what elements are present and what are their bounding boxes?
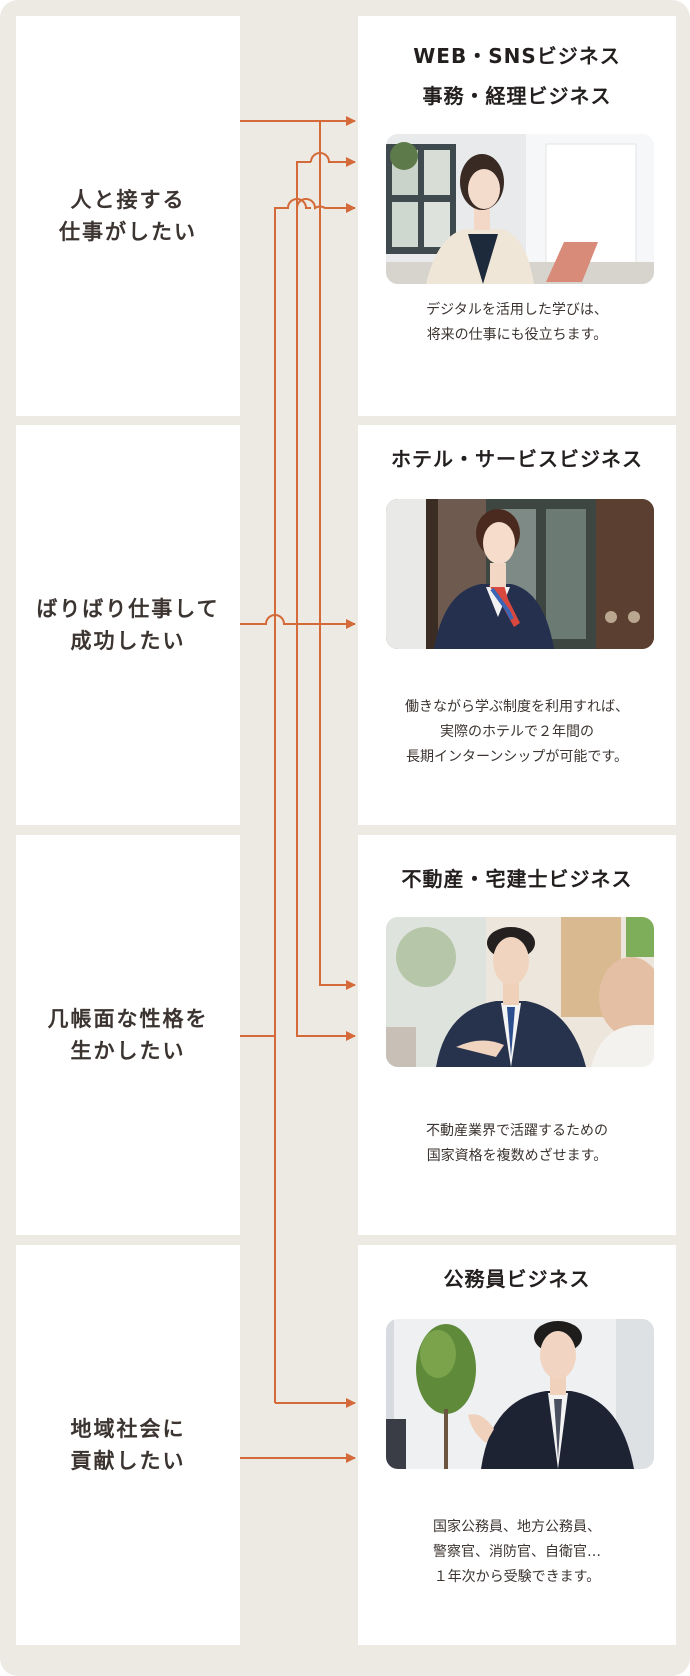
connector-web-second: [311, 153, 355, 162]
connector-success-to-web: [297, 199, 355, 624]
connector-meticulous-to-web: [275, 199, 311, 1403]
connector-people-to-real-estate: [320, 121, 355, 985]
connector-success-to-real-estate: [297, 624, 355, 1036]
connector-success-junction: [240, 615, 297, 624]
